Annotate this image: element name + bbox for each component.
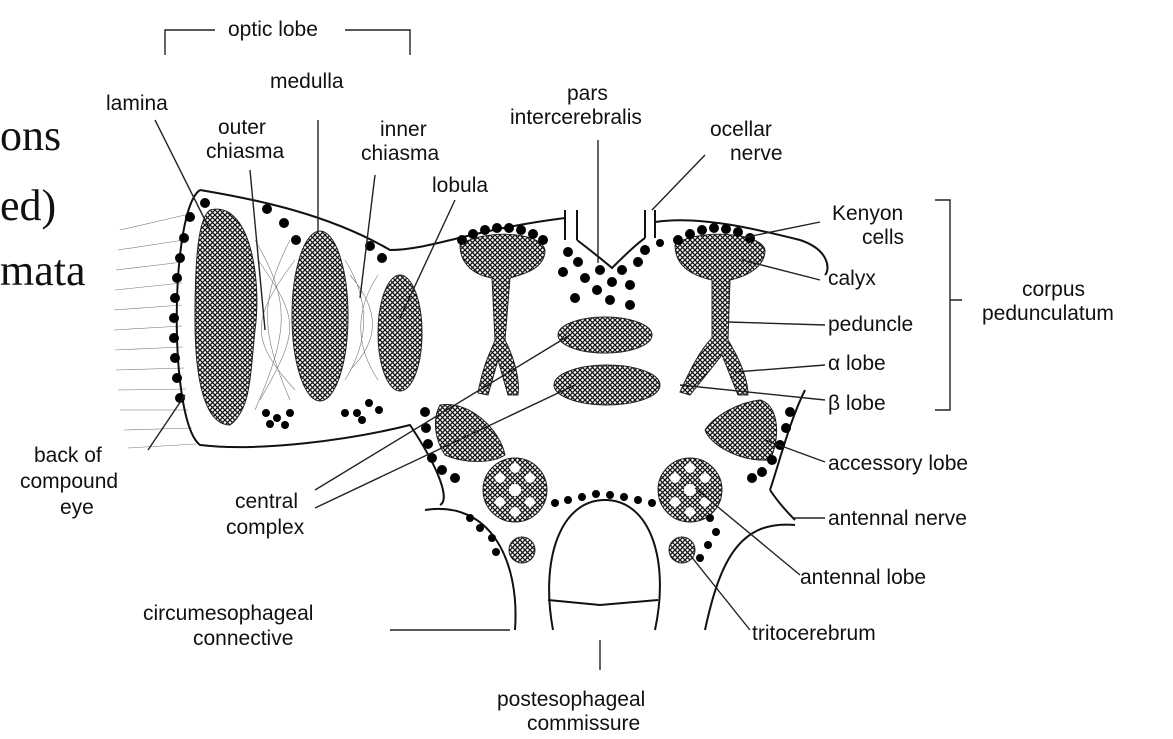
label-alpha-lobe: α lobe — [828, 352, 886, 375]
label-outer-chiasma-2: chiasma — [206, 140, 285, 163]
label-ocellar-1: ocellar — [710, 118, 772, 141]
bg-text-line-2: ed) — [0, 181, 56, 230]
label-central-complex-2: complex — [226, 516, 305, 539]
compound-eye-fibers — [114, 215, 196, 448]
label-medulla: medulla — [270, 70, 344, 93]
label-lamina: lamina — [106, 92, 168, 115]
label-ocellar-2: nerve — [730, 142, 783, 165]
label-optic-lobe: optic lobe — [228, 18, 318, 41]
label-lobula: lobula — [432, 174, 488, 197]
bg-text-line-3: mata — [0, 246, 86, 295]
label-inner-chiasma-1: inner — [380, 118, 427, 141]
medulla-neuropil — [292, 231, 348, 401]
corpus-bracket — [935, 200, 962, 410]
label-inner-chiasma-2: chiasma — [361, 142, 440, 165]
label-central-complex-1: central — [235, 490, 298, 513]
lobula-neuropil — [378, 275, 422, 391]
label-accessory-lobe: accessory lobe — [828, 452, 968, 475]
label-kenyon-2: cells — [862, 226, 904, 249]
label-back-eye-3: eye — [60, 496, 94, 519]
label-antennal-lobe: antennal lobe — [800, 566, 926, 589]
central-complex-lower — [554, 365, 660, 405]
label-calyx: calyx — [828, 267, 876, 290]
label-corpus-2: pedunculatum — [982, 302, 1114, 325]
label-postesophageal-1: postesophageal — [497, 688, 645, 711]
label-pars-2: intercerebralis — [510, 106, 642, 129]
mushroom-body-left — [460, 234, 545, 395]
antennal-lobe-right — [658, 458, 722, 522]
label-back-eye-1: back of — [34, 444, 102, 467]
accessory-lobe-right — [705, 400, 777, 460]
background-slide-text: ons ed) mata — [0, 111, 86, 295]
bg-text-line-1: ons — [0, 111, 61, 160]
label-circumesophageal-2: connective — [193, 627, 293, 650]
antennal-lobe-left — [483, 458, 547, 522]
label-postesophageal-2: commissure — [527, 712, 640, 735]
lamina-neuropil — [195, 209, 257, 425]
label-kenyon-1: Kenyon — [832, 202, 903, 225]
label-corpus-1: corpus — [1022, 278, 1085, 301]
label-outer-chiasma-1: outer — [218, 116, 266, 139]
label-peduncle: peduncle — [828, 313, 913, 336]
tritocerebrum-right — [669, 537, 695, 563]
label-tritocerebrum: tritocerebrum — [752, 622, 876, 645]
label-circumesophageal-1: circumesophageal — [143, 602, 313, 625]
tritocerebrum-left — [509, 537, 535, 563]
label-back-eye-2: compound — [20, 470, 118, 493]
label-antennal-nerve: antennal nerve — [828, 507, 967, 530]
central-complex-upper — [558, 317, 652, 353]
label-pars-1: pars — [567, 82, 608, 105]
label-beta-lobe: β lobe — [828, 392, 886, 415]
accessory-lobe-left — [435, 404, 505, 461]
